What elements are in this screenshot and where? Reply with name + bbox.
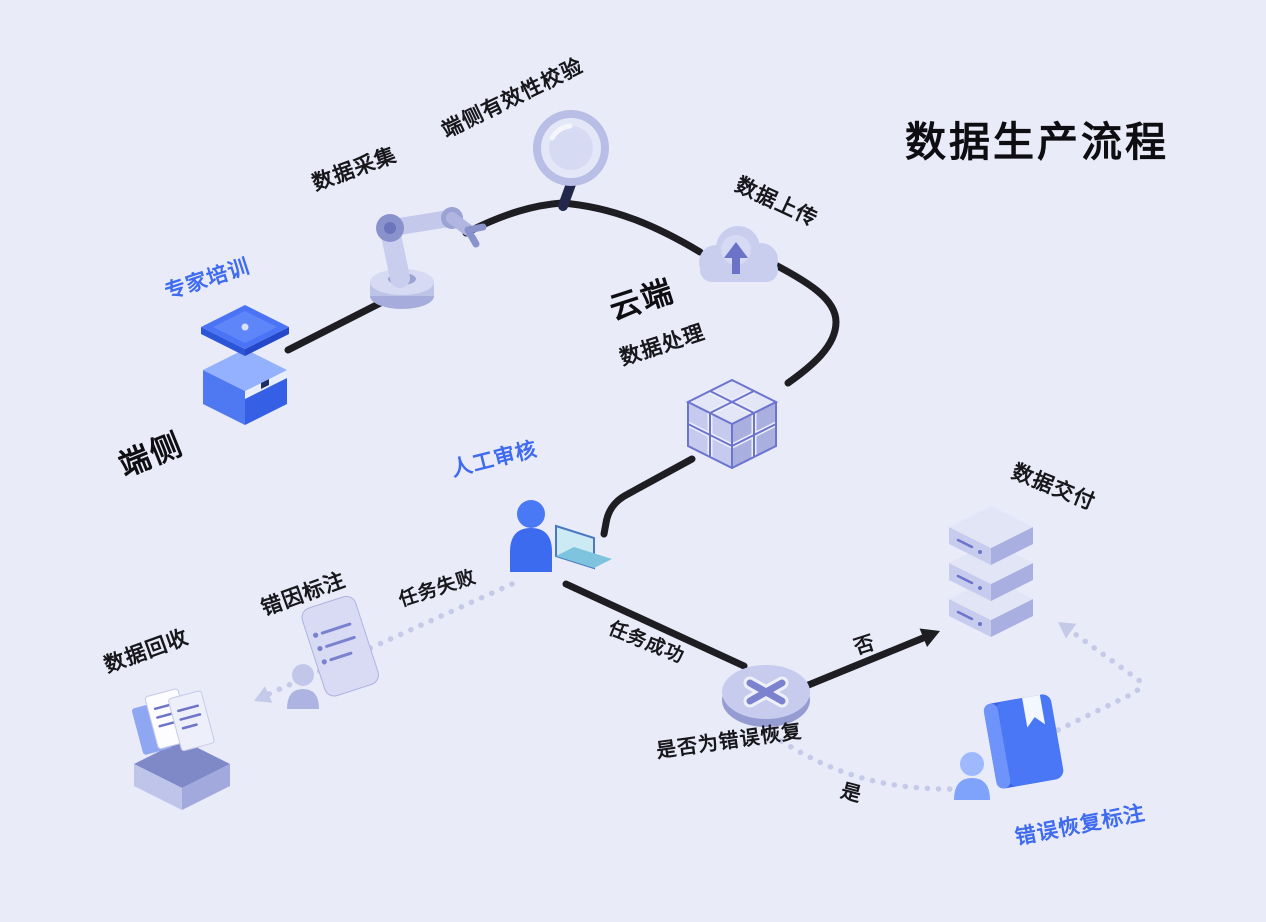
dotted-line-yes	[769, 732, 953, 792]
x-coin-icon	[712, 644, 820, 744]
flow-line-no-to-delivery	[802, 632, 932, 690]
graduation-cap-icon	[183, 283, 313, 425]
dotted-arrow-delivery	[1058, 622, 1077, 639]
archive-box-icon	[118, 680, 250, 810]
dotted-arrow-recycling	[254, 686, 273, 703]
cloud-upload-icon	[688, 210, 788, 295]
flow-line-upload-to-processing	[756, 253, 840, 387]
flow-line-processing-to-review	[600, 455, 696, 538]
page-title: 数据生产流程	[905, 119, 1169, 165]
cube-blocks-icon	[672, 366, 792, 478]
server-stack-icon	[932, 500, 1050, 640]
person-laptop-icon	[498, 492, 618, 592]
robot-arm-icon	[340, 178, 500, 313]
flow-arrow-delivery	[919, 628, 940, 648]
document-person-icon	[283, 587, 393, 712]
book-person-icon	[946, 688, 1078, 810]
magnifier-icon	[516, 98, 626, 216]
dotted-line-recovery-to-delivery	[1055, 623, 1144, 733]
flow-line-task-success	[562, 580, 748, 670]
